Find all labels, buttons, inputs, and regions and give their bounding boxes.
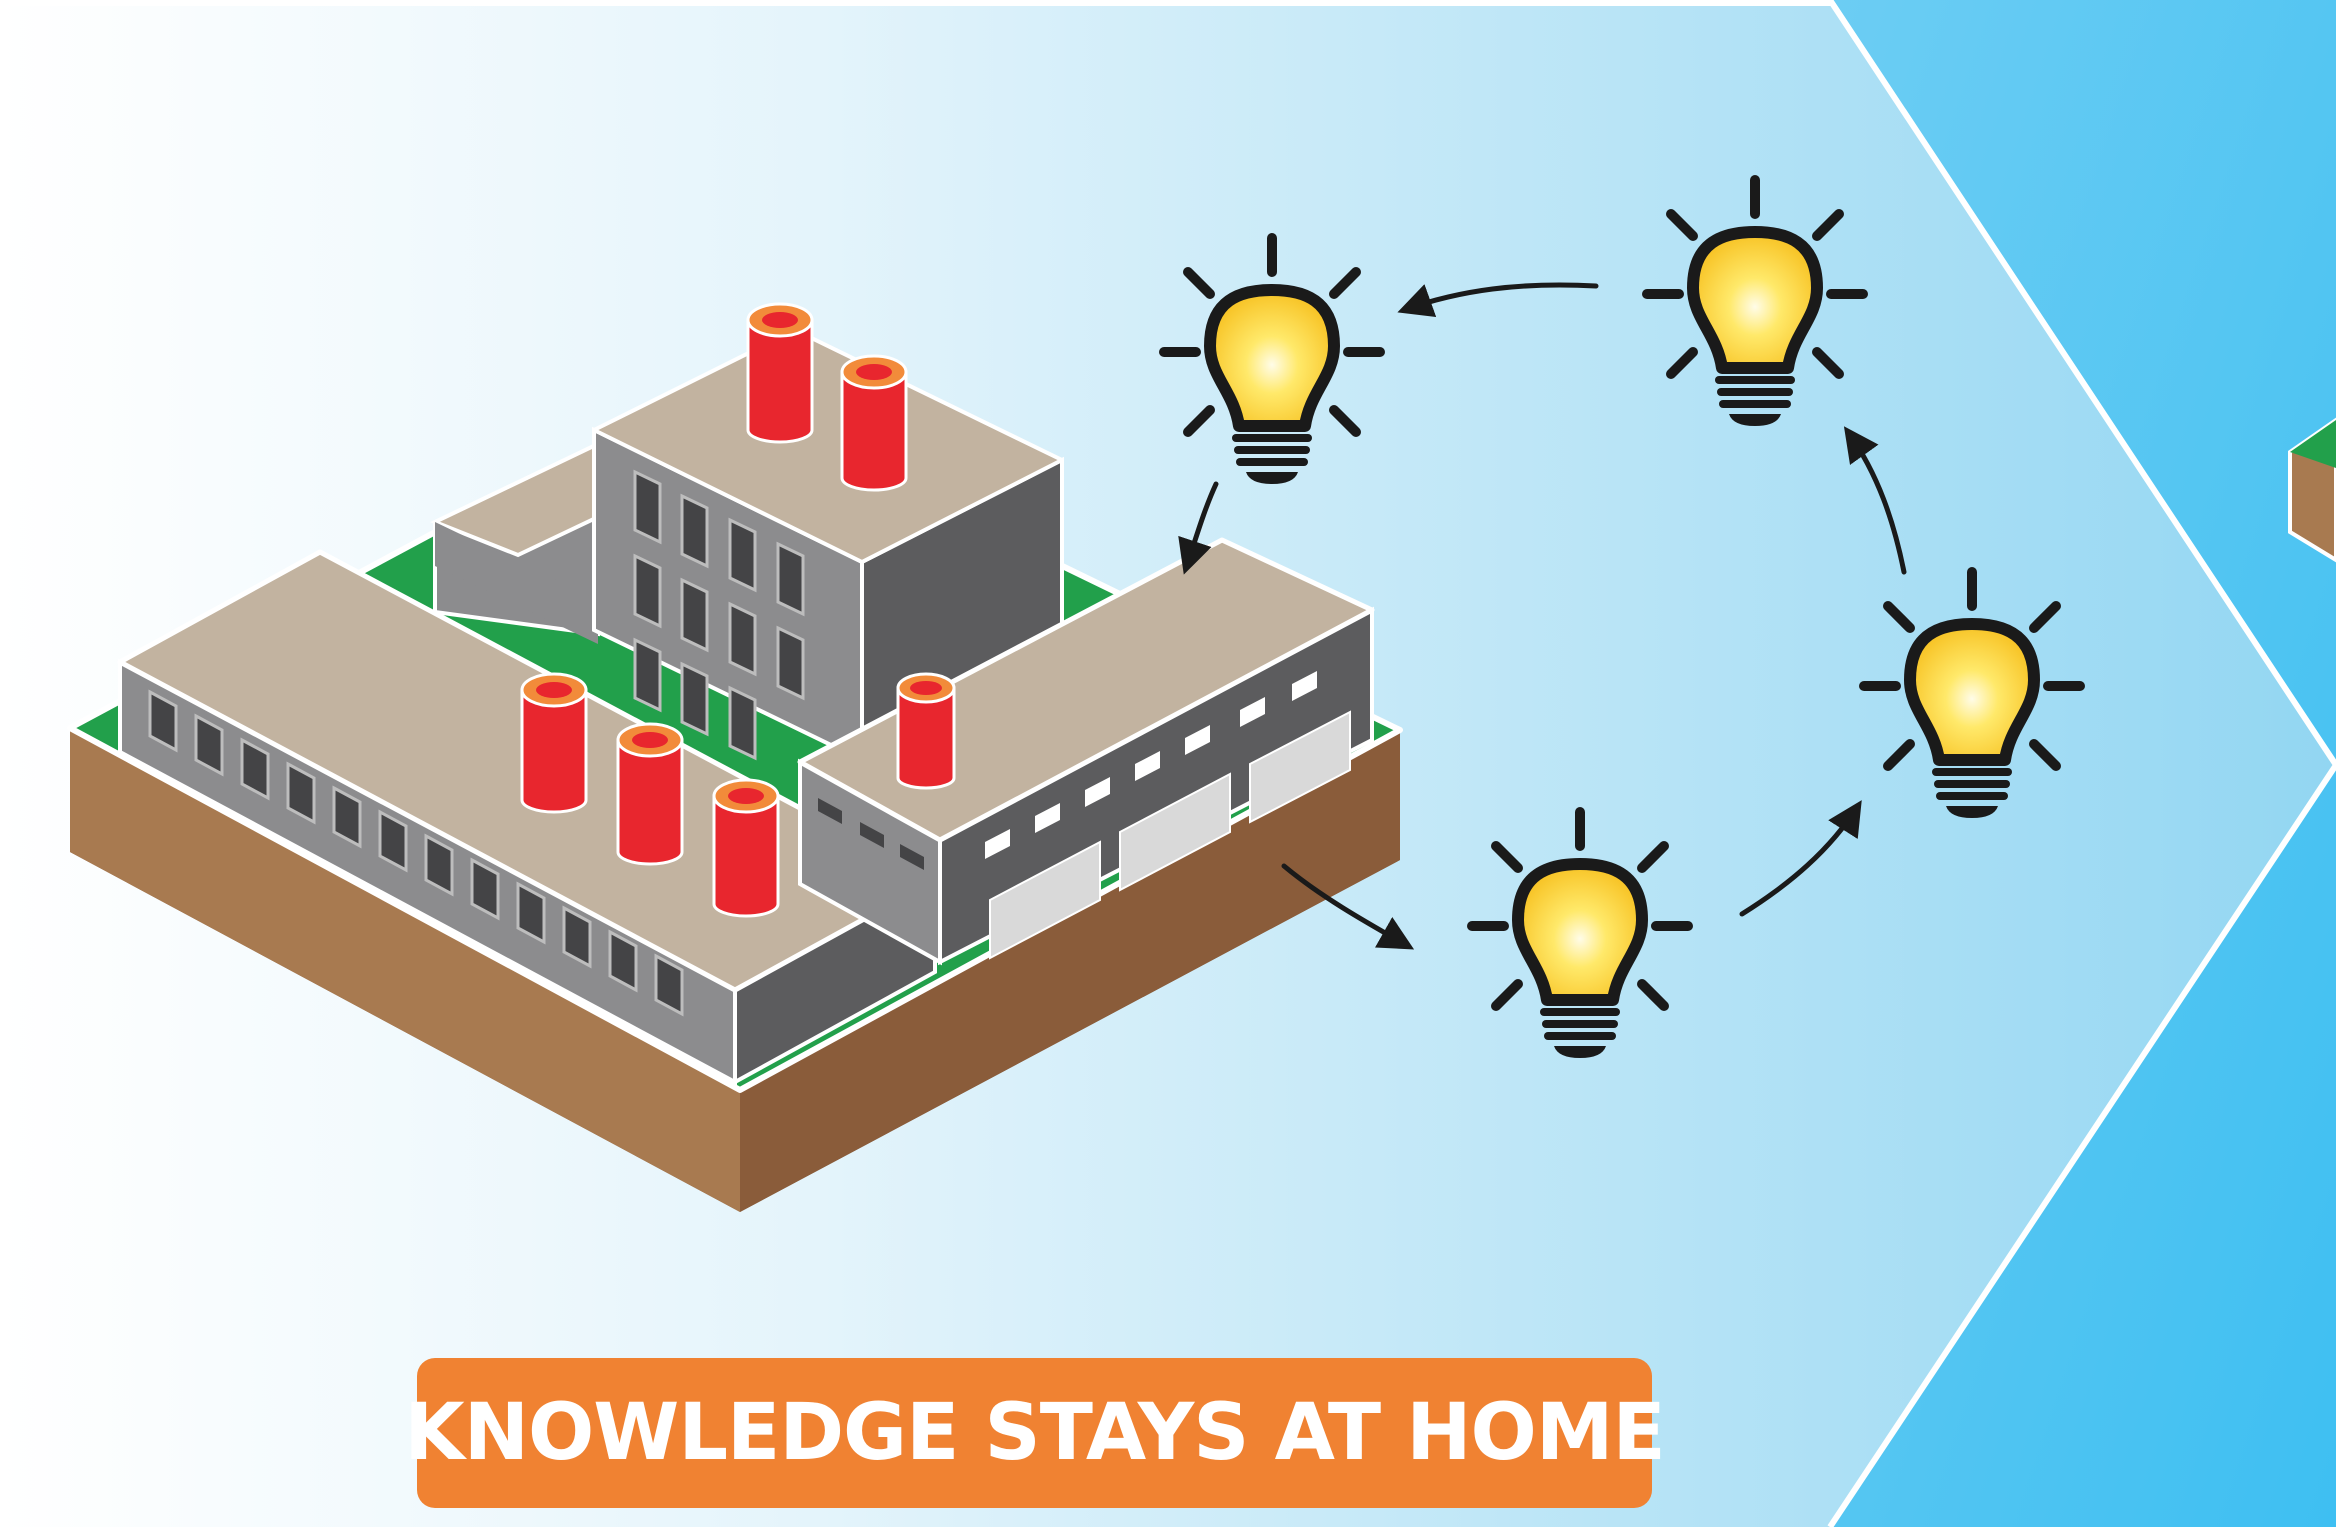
arrow-icon: [1843, 426, 1907, 575]
chimneys: [520, 302, 956, 918]
arrow-icon: [1281, 863, 1415, 950]
caption-banner: KNOWLEDGE STAYS AT HOME: [404, 1358, 1666, 1508]
next-panel: [1830, 0, 2336, 1527]
arrow-icon: [1178, 481, 1219, 575]
arrow-icon: [1397, 282, 1599, 318]
factory-icon: [67, 302, 1403, 1212]
caption-text: KNOWLEDGE STAYS AT HOME: [404, 1388, 1665, 1478]
arrow-icon: [1739, 800, 1862, 917]
next-grass-edge: [2290, 420, 2336, 468]
